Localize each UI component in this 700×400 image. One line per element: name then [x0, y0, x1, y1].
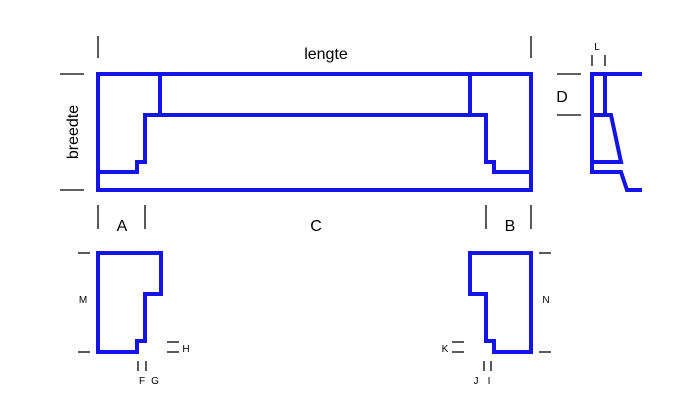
h-label: H	[182, 344, 189, 355]
k-label: K	[442, 344, 449, 355]
l-label: L	[594, 42, 600, 53]
side-view: L D	[556, 42, 642, 192]
breedte-label: breedte	[65, 105, 82, 159]
lengte-label: lengte	[304, 46, 348, 63]
side-view-slope	[592, 113, 624, 164]
right-step-detail: N K J I	[442, 251, 551, 387]
left-step-profile	[96, 251, 163, 354]
top-view-outer-rect	[96, 72, 533, 192]
top-view	[96, 72, 533, 192]
a-label: A	[117, 218, 128, 235]
n-label: N	[542, 295, 549, 306]
abc-dimension: A C B	[97, 205, 532, 235]
m-label: M	[79, 295, 87, 306]
f-label: F	[139, 376, 145, 387]
j-label: J	[474, 376, 479, 387]
d-label: D	[556, 89, 568, 106]
top-view-step-profile	[98, 113, 531, 174]
lengte-dimension: lengte	[97, 36, 532, 63]
right-step-profile	[468, 251, 533, 354]
c-label: C	[310, 218, 322, 235]
breedte-dimension: breedte	[60, 73, 84, 191]
g-label: G	[151, 376, 159, 387]
side-view-outline	[590, 72, 642, 192]
b-label: B	[505, 218, 516, 235]
i-label: I	[488, 376, 491, 387]
left-step-detail: M F G H	[78, 251, 190, 387]
